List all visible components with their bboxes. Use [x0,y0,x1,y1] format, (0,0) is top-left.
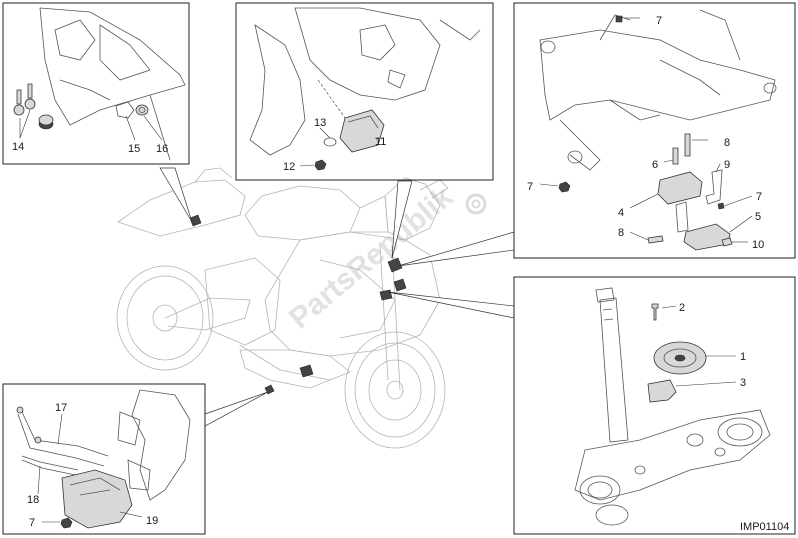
callout-7-bottom-left: 7 [29,517,35,529]
callout-13: 13 [314,117,326,129]
callout-8-lower: 8 [618,227,624,239]
callout-16: 16 [156,143,168,155]
callout-8-top: 8 [724,137,730,149]
callout-14: 14 [12,141,24,153]
detail-box-top-left: 14 15 16 [2,2,190,165]
callout-9: 9 [724,159,730,171]
callout-7-right-upper: 7 [756,191,762,203]
callout-15: 15 [128,143,140,155]
callout-7-left: 7 [527,181,533,193]
callout-4: 4 [618,207,624,219]
callout-18: 18 [27,494,39,506]
callout-7-top: 7 [656,15,662,27]
callout-19: 19 [146,515,158,527]
detail-box-bottom-right: 2 1 3 IMP01104 [513,276,796,535]
callout-11: 11 [375,136,386,148]
callout-10: 10 [752,239,764,251]
detail-box-top-center: 13 11 12 [235,2,494,181]
callout-2: 2 [679,302,685,314]
callout-12: 12 [283,161,295,173]
callout-6: 6 [652,159,658,171]
detail-box-top-right: 7 8 6 9 7 7 4 5 8 10 [513,2,796,259]
callout-3: 3 [740,377,746,389]
callout-1: 1 [740,351,746,363]
drawing-code: IMP01104 [740,521,789,533]
detail-box-bottom-left: 17 18 19 7 [2,383,206,535]
gear-icon [465,193,487,215]
callout-17: 17 [55,402,67,414]
callout-5: 5 [755,211,761,223]
